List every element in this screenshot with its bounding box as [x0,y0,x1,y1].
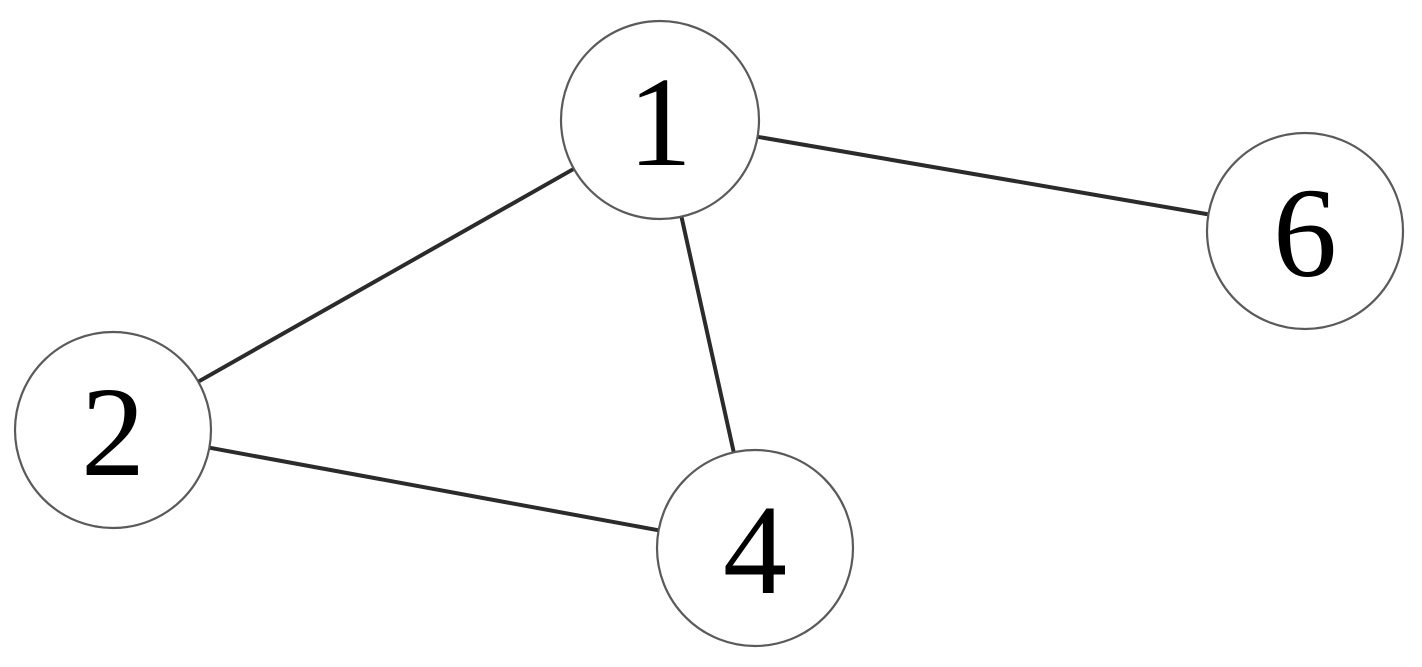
graph-edge-1-6[interactable] [755,134,1211,217]
graph-node-label-2: 2 [81,361,145,503]
graph-node-circle-1[interactable] [559,19,761,221]
graph-node-6[interactable]: 6 [1205,131,1405,331]
graph-edge-1-2[interactable] [196,166,576,384]
graph-edge-1-4[interactable] [679,214,736,455]
graph-node-4[interactable]: 4 [655,448,855,648]
graph-node-circle-2[interactable] [13,330,213,530]
graph-node-circle-4[interactable] [655,448,855,648]
graph-node-circle-6[interactable] [1205,131,1405,331]
graph-node-label-6: 6 [1273,162,1337,304]
graph-edge-2-4[interactable] [207,445,661,533]
edges-layer [196,134,1211,533]
graph-node-2[interactable]: 2 [13,330,213,530]
graph-node-label-1: 1 [628,51,692,193]
graph-node-label-4: 4 [723,479,787,621]
nodes-layer: 1 2 4 6 [13,19,1405,648]
graph-node-1[interactable]: 1 [559,19,761,221]
